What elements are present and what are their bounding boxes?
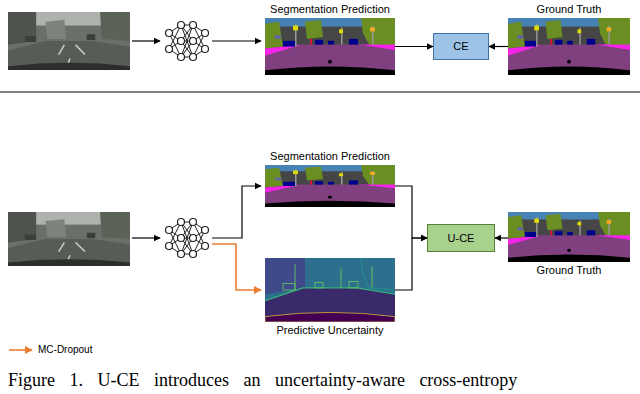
dropout-arrow	[212, 244, 261, 290]
flow-arrow	[212, 40, 261, 41]
separator-line	[0, 92, 640, 93]
uncertainty-image	[265, 258, 395, 322]
image-panel: Ground Truth	[508, 212, 630, 277]
node-label: Segmentation Prediction	[270, 150, 390, 163]
node-label: Predictive Uncertainty	[277, 324, 384, 337]
segmentation-image	[265, 165, 395, 207]
node-label: U-CE	[448, 232, 475, 245]
image-panel: Predictive Uncertainty	[265, 258, 395, 337]
loss-box: U-CE	[427, 224, 495, 252]
network-icon	[166, 219, 209, 258]
node-label: Ground Truth	[537, 264, 602, 277]
ground-truth-image	[508, 212, 630, 262]
connector-arrow	[395, 186, 427, 238]
loss-box: CE	[433, 33, 489, 60]
node-label: CE	[453, 40, 468, 53]
flow-arrow	[132, 237, 160, 238]
ground-truth-image	[508, 18, 630, 75]
image-panel: Ground Truth	[508, 3, 630, 75]
flow-arrow	[212, 186, 261, 238]
input-image	[8, 212, 130, 266]
image-panel: Segmentation Prediction	[265, 150, 395, 207]
connector-arrow	[395, 238, 427, 290]
input-image	[8, 12, 130, 70]
image-panel: Segmentation Prediction	[265, 3, 395, 75]
connector-arrow	[395, 46, 433, 47]
legend-label: MC-Dropout	[38, 344, 92, 356]
connector-arrow	[495, 237, 508, 238]
legend-swatch	[8, 345, 34, 355]
figure-caption: Figure 1. U-CE introduces an uncertainty…	[8, 369, 517, 391]
network-icon	[166, 22, 209, 61]
segmentation-image	[265, 18, 395, 75]
node-label: Segmentation Prediction	[270, 3, 390, 16]
flow-arrow	[132, 40, 160, 41]
connector-arrow	[489, 46, 508, 47]
legend: MC-Dropout	[8, 344, 92, 356]
node-label: Ground Truth	[537, 3, 602, 16]
legend-item: MC-Dropout	[8, 344, 92, 356]
